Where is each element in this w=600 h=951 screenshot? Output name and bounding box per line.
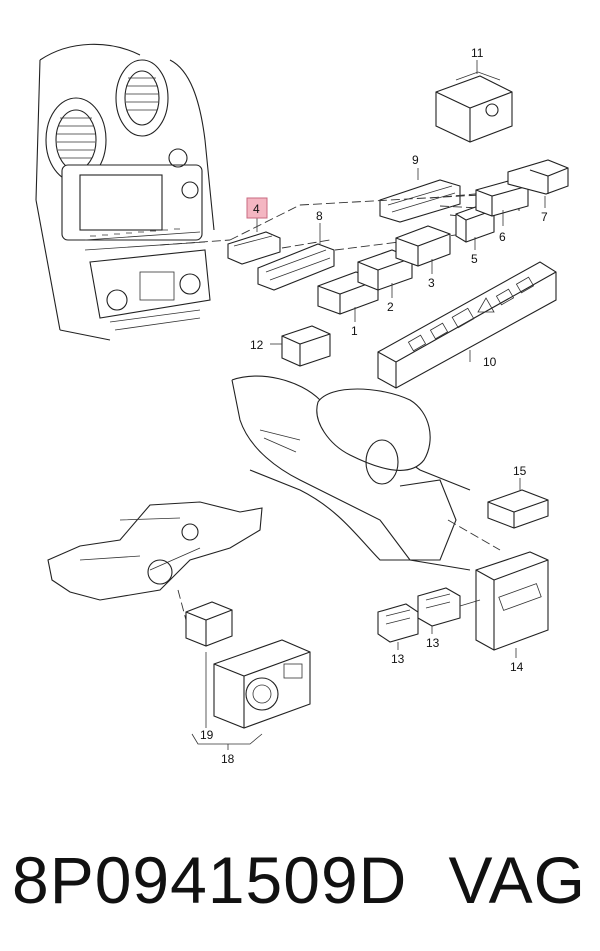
callout-19: 19: [200, 728, 214, 742]
part-14-switch-module: [475, 551, 549, 658]
part-2-switch: [357, 249, 413, 298]
head-unit: [61, 148, 206, 251]
part-8-switch-frame: [257, 223, 335, 291]
part-13-connector-left: [377, 603, 419, 650]
part-13-connector-right: [417, 587, 481, 634]
callout-13-left: 13: [391, 652, 405, 666]
part-10-switch-panel: [377, 261, 557, 389]
part-3-switch: [395, 225, 451, 274]
part-19-connector: [185, 601, 233, 647]
callout-4: 4: [253, 202, 260, 216]
caption: 8P0941509D VAG: [0, 830, 600, 930]
callout-10: 10: [483, 355, 497, 369]
climate-panel: [89, 249, 211, 331]
part-12-switch: [270, 325, 331, 367]
callout-9: 9: [412, 153, 419, 167]
exploded-parts-diagram: 11 9 4 8 7 6 5 3 2 1 12 10 15 13 13 14 1…: [35, 43, 569, 766]
air-vent-right: [115, 59, 169, 137]
mounting-bracket: [47, 501, 263, 621]
part-7-switch: [507, 159, 569, 208]
callout-15: 15: [513, 464, 527, 478]
part-11-ignition-switch: [435, 60, 513, 143]
callout-12: 12: [250, 338, 264, 352]
part-9-switch-frame: [379, 168, 461, 223]
brand-name: VAG: [448, 843, 586, 917]
callout-13-right: 13: [426, 636, 440, 650]
callout-3: 3: [428, 276, 435, 290]
callout-14: 14: [510, 660, 524, 674]
dashboard-illustration: [35, 43, 231, 341]
part-18-light-switch: [213, 639, 311, 729]
callout-18: 18: [221, 752, 235, 766]
callout-2: 2: [387, 300, 394, 314]
callout-8: 8: [316, 209, 323, 223]
callout-1: 1: [351, 324, 358, 338]
callout-7: 7: [541, 210, 548, 224]
part-4-switch: [227, 218, 281, 265]
part-number: 8P0941509D: [12, 843, 408, 917]
part-15-switch: [487, 478, 549, 529]
callout-5: 5: [471, 252, 478, 266]
callout-11: 11: [471, 46, 484, 60]
center-console: [231, 375, 501, 571]
callout-6: 6: [499, 230, 506, 244]
callout-4-highlight: [246, 197, 268, 219]
